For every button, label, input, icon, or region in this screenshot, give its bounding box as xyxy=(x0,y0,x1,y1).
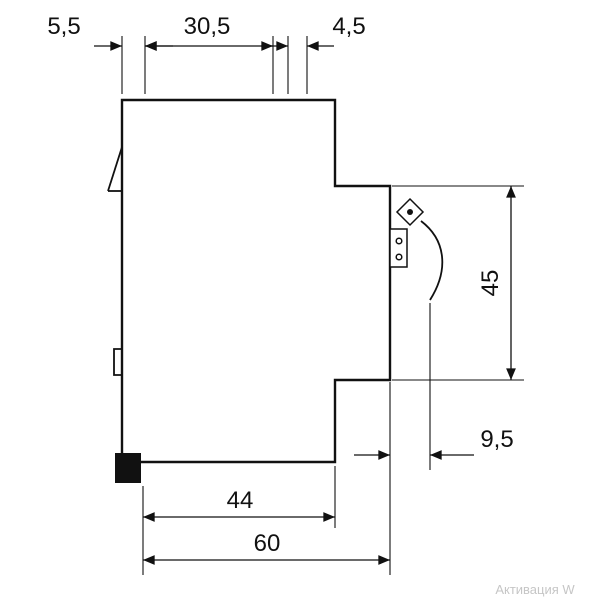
dim-label-bottom-inner: 44 xyxy=(227,487,254,514)
wire-guide-curve xyxy=(420,220,444,301)
dimension-5-5: 5,5 xyxy=(47,13,173,51)
claw-diagonal-line xyxy=(107,146,123,192)
dimension-group-top: 5,5 30,5 4,5 xyxy=(47,13,366,94)
terminal-hole-upper xyxy=(395,237,403,245)
dim-label-right-side: 45 xyxy=(477,270,504,297)
watermark-text: Активация W xyxy=(495,582,575,597)
rear-step-notch xyxy=(113,348,122,376)
dim-label-top-right: 4,5 xyxy=(332,13,365,40)
dimension-4-5: 4,5 xyxy=(261,13,366,51)
dimension-60: 60 xyxy=(143,530,390,565)
terminal-bracket xyxy=(389,228,408,268)
din-latch xyxy=(115,453,141,483)
dimension-44: 44 xyxy=(143,487,335,522)
dim-label-top-left: 5,5 xyxy=(47,13,80,40)
dimension-45: 45 xyxy=(392,185,524,381)
dim-label-top-middle: 30,5 xyxy=(184,13,231,40)
device-body xyxy=(107,98,392,483)
dim-label-terminal-offset: 9,5 xyxy=(480,426,513,453)
terminal-detail xyxy=(389,197,444,301)
dimension-30-5: 30,5 xyxy=(145,13,273,51)
body-outline xyxy=(120,98,392,464)
terminal-screw-center xyxy=(407,209,413,215)
dimension-group-bottom: 44 60 xyxy=(142,466,390,575)
terminal-hole-lower xyxy=(395,253,403,261)
dimension-9-5: 9,5 xyxy=(354,303,514,575)
dim-label-bottom-overall: 60 xyxy=(254,530,281,557)
din-claw-detail xyxy=(107,146,123,192)
